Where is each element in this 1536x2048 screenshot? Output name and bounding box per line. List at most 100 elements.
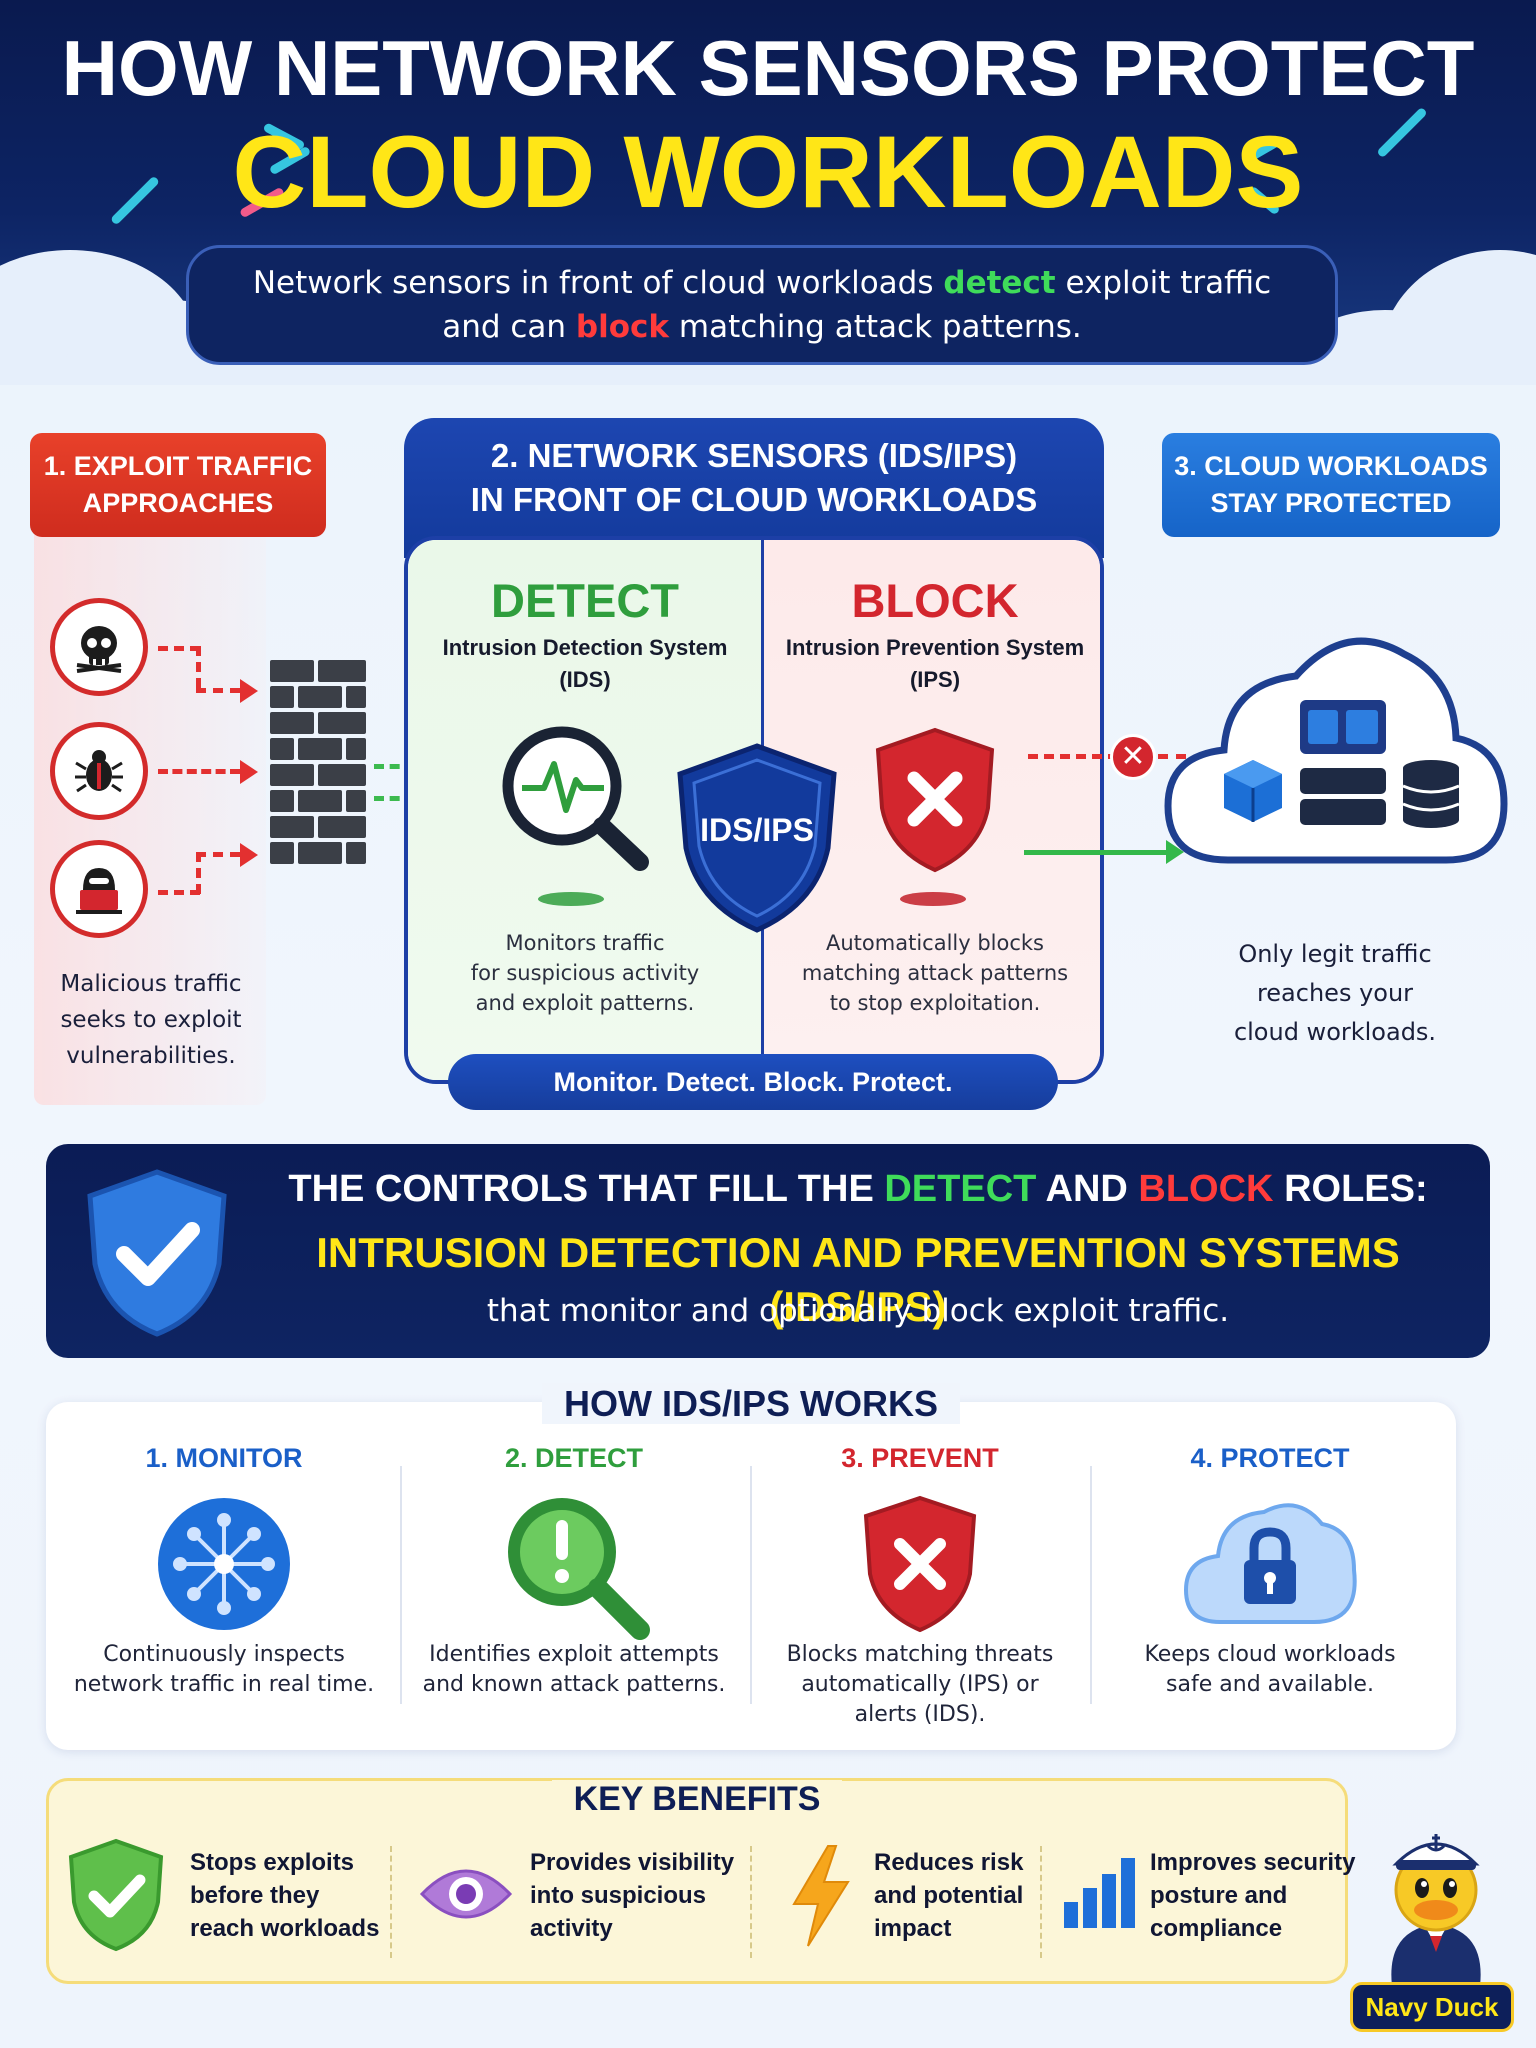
how-step-desc: Blocks matching threats automatically (I…	[750, 1640, 1090, 1730]
subtitle-block-word: block	[575, 309, 670, 345]
how-step-desc-line: automatically (IPS) or	[801, 1672, 1039, 1697]
how-step-desc-line: and known attack patterns.	[422, 1672, 726, 1697]
block-desc-line-2: matching attack patterns	[801, 961, 1069, 985]
block-subtitle-line-1: Intrusion Prevention System	[785, 635, 1085, 660]
benefit-item: Provides visibility into suspicious acti…	[530, 1846, 734, 1945]
how-step-desc: Keeps cloud workloads safe and available…	[1100, 1640, 1440, 1700]
threat-path-3	[158, 890, 200, 895]
benefit-line: into suspicious	[530, 1882, 707, 1909]
subtitle-text: and can	[442, 309, 576, 345]
block-desc-line-1: Automatically blocks	[826, 931, 1044, 955]
database-icon	[1398, 758, 1464, 834]
app-window-icon	[1300, 700, 1386, 754]
threat-path-1	[196, 688, 240, 693]
ids-ips-shield: IDS/IPS	[674, 742, 840, 934]
subtitle-text: exploit traffic	[1055, 265, 1272, 301]
step-3-badge: 3. CLOUD WORKLOADS STAY PROTECTED	[1162, 433, 1500, 537]
how-step-desc: Continuously inspects network traffic in…	[54, 1640, 394, 1700]
key-benefits-title: KEY BENEFITS	[46, 1776, 1348, 1822]
blocked-x-icon: ✕	[1110, 734, 1156, 780]
benefit-divider	[750, 1846, 752, 1958]
benefit-item: Stops exploits before they reach workloa…	[190, 1846, 379, 1945]
shield-x-icon	[860, 1494, 980, 1638]
how-step-monitor: 1. MONITOR Continuously inspects network…	[54, 1440, 394, 1697]
benefit-line: Improves security	[1150, 1849, 1356, 1876]
benefit-line: Stops exploits	[190, 1849, 355, 1876]
step-1-caption: Malicious traffic seeks to exploit vulne…	[40, 966, 262, 1074]
title-line-1: HOW NETWORK SENSORS PROTECT	[61, 24, 1475, 112]
how-step-prevent: 3. PREVENT Blocks matching threats autom…	[750, 1440, 1090, 1727]
slogan-pill: Monitor. Detect. Block. Protect.	[448, 1054, 1058, 1110]
threat-path-3	[196, 852, 201, 894]
how-step-title: 1. MONITOR	[145, 1443, 303, 1473]
controls-text: AND	[1036, 1168, 1139, 1210]
benefit-divider	[390, 1846, 392, 1958]
blocked-traffic-path	[1158, 754, 1186, 759]
server-rack-icon	[1300, 768, 1386, 825]
step-3-label-line-2: STAY PROTECTED	[1210, 488, 1452, 518]
detect-subtitle-line-1: Intrusion Detection System	[442, 635, 728, 660]
benefit-line: activity	[530, 1915, 613, 1942]
benefit-divider	[1040, 1846, 1042, 1958]
blocked-traffic-path	[1028, 754, 1118, 759]
threat-path-1	[158, 646, 200, 651]
subtitle-line-1: Network sensors in front of cloud worklo…	[253, 261, 1271, 305]
detect-desc-line-3: and exploit patterns.	[475, 991, 695, 1015]
shield-label: IDS/IPS	[700, 812, 814, 848]
step-3-label-line-1: 3. CLOUD WORKLOADS	[1174, 451, 1488, 481]
threat-path-1	[196, 646, 201, 688]
how-step-title: 4. PROTECT	[1190, 1443, 1350, 1473]
navy-duck-label: Navy Duck	[1350, 1982, 1514, 2032]
threat-arrow-1	[240, 679, 258, 703]
benefit-line: and potential	[874, 1882, 1024, 1909]
network-hub-icon	[156, 1496, 292, 1636]
benefit-item: Reduces risk and potential impact	[874, 1846, 1023, 1945]
how-step-desc-line: Identifies exploit attempts	[429, 1642, 719, 1667]
step-2-label-line-2: IN FRONT OF CLOUD WORKLOADS	[470, 481, 1038, 518]
cloud-workloads-icon	[1158, 610, 1512, 870]
shield-x-icon	[870, 724, 1000, 878]
how-divider	[1090, 1466, 1092, 1704]
lightning-icon	[790, 1844, 852, 1952]
shield-check-icon	[66, 1838, 166, 1956]
how-step-desc-line: Keeps cloud workloads	[1144, 1642, 1396, 1667]
how-step-protect: 4. PROTECT Keeps cloud workloads safe an…	[1100, 1440, 1440, 1697]
legit-traffic-path	[1024, 850, 1168, 855]
hacker-icon	[50, 840, 148, 938]
bug-icon	[50, 722, 148, 820]
detect-desc-line-1: Monitors traffic	[505, 931, 665, 955]
controls-text: THE CONTROLS THAT FILL THE	[288, 1168, 885, 1210]
shield-check-icon	[82, 1168, 232, 1342]
threat-arrow-3	[240, 843, 258, 867]
threat-path-3	[196, 852, 240, 857]
firewall-icon	[270, 660, 366, 878]
detect-glow	[538, 892, 604, 906]
magnifier-pulse-icon	[500, 724, 660, 878]
subtitle-box: Network sensors in front of cloud worklo…	[186, 245, 1338, 365]
step-2-header: 2. NETWORK SENSORS (IDS/IPS) IN FRONT OF…	[404, 418, 1104, 558]
subtitle-detect-word: detect	[943, 265, 1056, 301]
how-it-works-title: HOW IDS/IPS WORKS	[46, 1380, 1456, 1428]
magnifier-alert-icon	[504, 1494, 650, 1644]
detect-desc-line-2: for suspicious activity	[470, 961, 700, 985]
step-1-label-line-1: 1. EXPLOIT TRAFFIC	[43, 451, 313, 481]
cloud-lock-icon	[1180, 1494, 1360, 1634]
controls-line-1: THE CONTROLS THAT FILL THE DETECT AND BL…	[226, 1164, 1490, 1214]
step-3-caption-line-2: reaches your	[1256, 979, 1414, 1007]
benefit-line: compliance	[1150, 1915, 1283, 1942]
benefit-line: impact	[874, 1915, 952, 1942]
skull-icon	[50, 598, 148, 696]
detect-pane: DETECT Intrusion Detection System (IDS) …	[408, 540, 762, 1080]
benefit-line: before they	[190, 1882, 320, 1909]
benefit-line: Provides visibility	[530, 1849, 735, 1876]
how-it-works-title-text: HOW IDS/IPS WORKS	[541, 1383, 960, 1424]
block-subtitle-line-2: (IPS)	[909, 667, 961, 692]
bar-chart-icon	[1062, 1856, 1136, 1934]
key-benefits-title-text: KEY BENEFITS	[551, 1780, 843, 1818]
block-title: BLOCK	[851, 574, 1019, 627]
controls-block-word: BLOCK	[1138, 1168, 1274, 1210]
benefit-line: reach workloads	[190, 1915, 380, 1942]
step-1-caption-line-2: seeks to exploit	[60, 1007, 242, 1033]
container-cube-icon	[1218, 756, 1288, 830]
threat-path-2	[158, 769, 240, 774]
